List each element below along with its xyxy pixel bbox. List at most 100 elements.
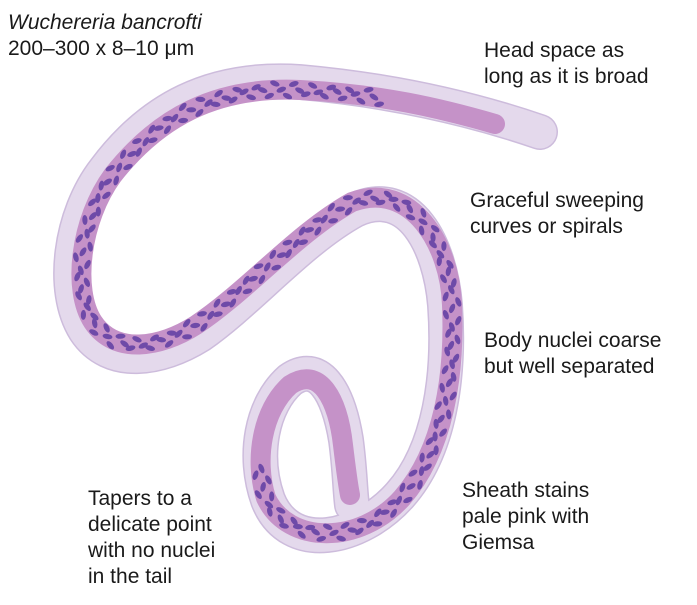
annotation-sheath: Sheath stains pale pink with Giemsa — [462, 478, 589, 556]
nucleus — [290, 516, 298, 526]
nucleus — [163, 125, 172, 135]
nucleus — [312, 217, 323, 223]
nucleus — [345, 86, 355, 94]
annotation-line: pale pink with — [462, 505, 590, 528]
nucleus — [335, 206, 346, 212]
nucleus — [437, 414, 445, 424]
nucleus — [207, 310, 215, 320]
nucleus — [253, 263, 264, 270]
nucleus — [347, 527, 358, 533]
nucleus — [329, 529, 339, 537]
nucleus — [135, 147, 142, 157]
nucleus — [418, 225, 425, 236]
nucleus — [88, 212, 97, 221]
nucleus — [446, 259, 454, 269]
nucleus — [116, 162, 123, 173]
nucleus — [213, 298, 221, 308]
nucleus — [164, 340, 174, 348]
nucleus — [269, 249, 277, 259]
annotation-line: but well separated — [484, 355, 655, 378]
nucleus — [263, 262, 271, 272]
nucleus — [390, 508, 397, 518]
nucleus — [200, 322, 208, 332]
nucleus — [170, 113, 179, 123]
nucleus — [242, 275, 250, 285]
nucleus — [83, 277, 91, 287]
nucleus — [257, 87, 268, 94]
nucleus — [388, 196, 399, 203]
nucleus — [308, 82, 318, 89]
nucleus — [252, 470, 259, 480]
nucleus — [220, 301, 231, 308]
nucleus — [358, 200, 369, 206]
nucleus — [434, 401, 442, 410]
nucleus — [442, 291, 449, 302]
nucleus — [95, 193, 101, 203]
nucleus — [162, 115, 173, 122]
nucleus — [254, 490, 262, 499]
nucleus — [433, 445, 439, 456]
nucleus — [239, 88, 249, 96]
annotation-line: long as it is broad — [484, 65, 649, 88]
nucleus — [279, 522, 289, 529]
nucleus — [106, 341, 115, 350]
nucleus — [182, 334, 193, 340]
nucleus — [258, 463, 265, 474]
nucleus — [369, 93, 379, 101]
nucleus — [439, 428, 447, 437]
nucleus — [406, 204, 414, 214]
nucleus — [150, 334, 159, 342]
nucleus — [74, 271, 81, 282]
nucleus — [267, 506, 273, 517]
annotation-line: with no nuclei — [88, 539, 216, 562]
nucleus — [178, 117, 189, 124]
nucleus — [439, 382, 445, 393]
annotation-body-nuclei: Body nuclei coarse but well separated — [484, 328, 661, 380]
nucleus — [428, 240, 437, 249]
nucleus — [73, 252, 79, 263]
nucleus — [292, 523, 303, 530]
nucleus — [120, 340, 129, 348]
nucleus — [229, 298, 237, 308]
nucleus — [212, 311, 223, 317]
nucleus — [340, 521, 350, 529]
nucleus — [352, 197, 361, 205]
annotation-tail: Tapers to a delicate point with no nucle… — [88, 486, 215, 590]
nucleus — [445, 266, 452, 277]
nucleus — [311, 528, 320, 536]
nucleus — [379, 509, 390, 515]
nucleus — [449, 303, 456, 314]
nucleus — [79, 247, 87, 257]
nucleus — [420, 207, 427, 218]
nucleus — [105, 164, 115, 172]
nucleus — [88, 224, 96, 233]
nucleus — [370, 195, 380, 202]
nucleus — [442, 309, 449, 320]
annotation-line: in the tail — [88, 565, 173, 588]
nucleus — [292, 238, 300, 249]
nucleus — [258, 274, 266, 285]
nucleus — [98, 180, 105, 191]
nucleus — [269, 491, 275, 502]
nucleus — [285, 249, 292, 259]
nucleus — [123, 163, 133, 171]
diagram-title: Wuchereria bancrofti 200–300 x 8–10 μm — [8, 10, 202, 62]
nucleus — [366, 519, 375, 528]
nucleus — [430, 232, 436, 243]
nucleus — [90, 312, 99, 321]
nucleus — [356, 517, 367, 524]
nucleus — [75, 234, 84, 243]
nucleus — [401, 199, 412, 206]
nucleus — [120, 149, 127, 159]
nucleus — [433, 418, 439, 429]
nucleus — [450, 278, 457, 288]
nucleus — [125, 345, 136, 352]
nucleus — [327, 202, 335, 212]
nucleus — [276, 507, 286, 514]
nucleus — [297, 530, 306, 539]
nucleus — [214, 89, 223, 98]
nucleus — [295, 87, 305, 94]
nucleus — [113, 175, 120, 186]
